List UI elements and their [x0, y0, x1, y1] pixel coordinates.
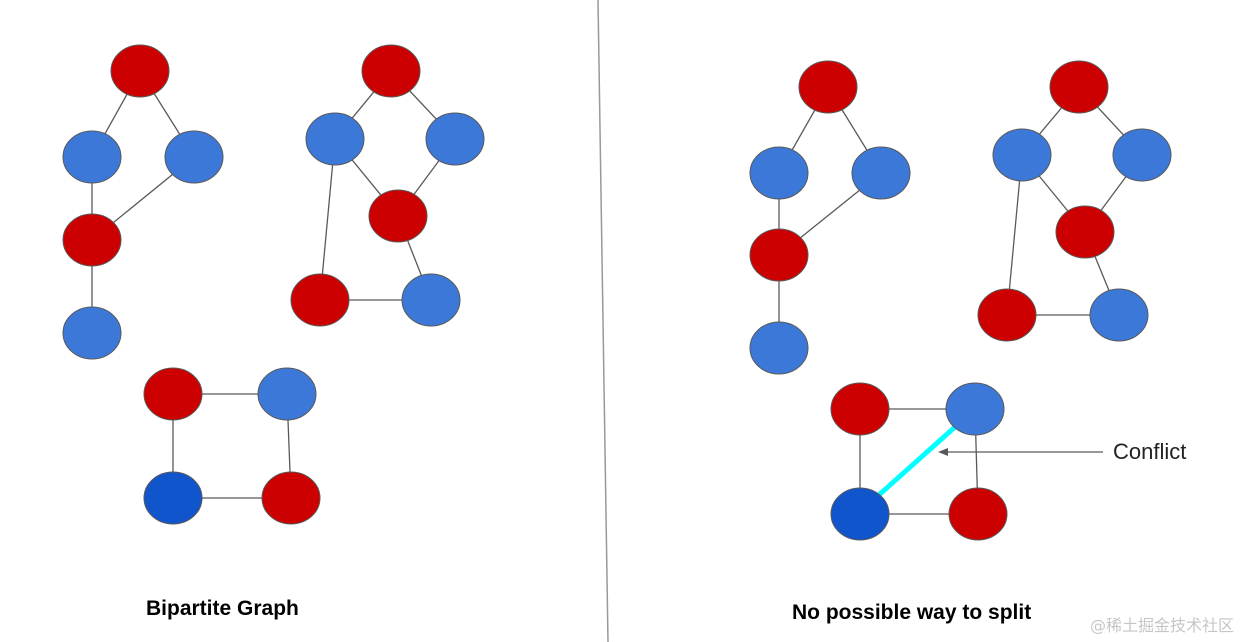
left-node-b2-blue: [305, 112, 365, 166]
watermark: @稀土掘金技术社区: [1089, 616, 1234, 635]
left-node-b6-blue: [401, 273, 461, 327]
right-node-a2-blue: [749, 146, 809, 200]
no-split-caption: No possible way to split: [792, 601, 1032, 624]
nodes-layer: [62, 44, 1172, 541]
right-node-c4-red: [948, 487, 1008, 541]
left-node-a2-blue: [62, 130, 122, 184]
left-node-c3-dark_blue: [143, 471, 203, 525]
left-node-c4-red: [261, 471, 321, 525]
left-edge-b2-b5: [319, 138, 336, 301]
right-node-c2-blue: [945, 382, 1005, 436]
right-node-a5-blue: [749, 321, 809, 375]
conflict-layer: [877, 424, 1103, 497]
left-node-a1-red: [110, 44, 170, 98]
left-node-b1-red: [361, 44, 421, 98]
left-node-a5-blue: [62, 306, 122, 360]
right-node-a3-blue: [851, 146, 911, 200]
conflict-edge: [877, 424, 958, 497]
right-node-c3-dark_blue: [830, 487, 890, 541]
left-node-b5-red: [290, 273, 350, 327]
right-node-c1-red: [830, 382, 890, 436]
right-edge-b2-b5: [1006, 154, 1023, 316]
right-node-b5-red: [977, 288, 1037, 342]
edges-layer: [91, 70, 1143, 515]
right-node-b3-blue: [1112, 128, 1172, 182]
right-node-b1-red: [1049, 60, 1109, 114]
left-node-a4-red: [62, 213, 122, 267]
panel-divider: [597, 0, 609, 642]
conflict-label: Conflict: [1113, 439, 1187, 464]
conflict-arrow: [938, 448, 1103, 456]
right-node-b2-blue: [992, 128, 1052, 182]
left-node-c1-red: [143, 367, 203, 421]
left-node-c2-blue: [257, 367, 317, 421]
right-node-a1-red: [798, 60, 858, 114]
bipartite-graph-caption: Bipartite Graph: [146, 597, 299, 620]
right-node-b6-blue: [1089, 288, 1149, 342]
left-node-b4-red: [368, 189, 428, 243]
left-node-a3-blue: [164, 130, 224, 184]
left-node-b3-blue: [425, 112, 485, 166]
right-node-a4-red: [749, 228, 809, 282]
right-node-b4-red: [1055, 205, 1115, 259]
